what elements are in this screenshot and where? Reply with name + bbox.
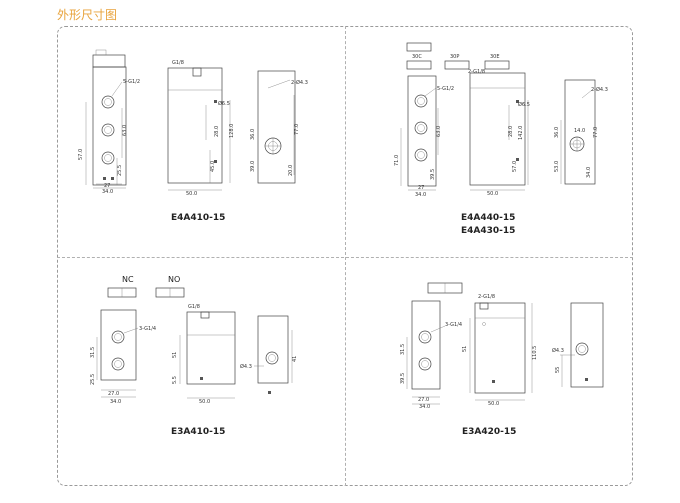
e4a440-symbol-30p: 30P [450, 54, 459, 60]
e4a440-dim-side-pitch: 53.0 [554, 161, 560, 172]
e3a410-body-view [179, 311, 236, 399]
e3a420-body-view [469, 302, 533, 401]
e4a440-port-label: 5-G1/2 [437, 86, 454, 92]
e3a410-mount-holes: Ø4.3 [240, 363, 252, 370]
e4a410-dim-side-depth: 77.0 [294, 124, 300, 135]
e3a410-port-label: 3-G1/4 [139, 326, 156, 332]
panel-divider-horizontal [57, 257, 633, 258]
e4a410-dim-body-width: 50.0 [186, 191, 197, 197]
e4a410-mount-holes: 2-Ø4.3 [291, 79, 308, 86]
e3a410-symbol-nc: NC [122, 275, 134, 284]
e3a420-dim-body-width: 50.0 [488, 401, 499, 407]
e4a440-dim-overall-height: 71.0 [394, 155, 400, 166]
e4a440-dim-side-offset: 34.0 [586, 167, 592, 178]
e4a410-dim-side-pitch: 39.0 [250, 161, 256, 172]
e4a410-dim-width-inner: 27 [104, 183, 110, 189]
e3a420-dim-side-height: 55 [555, 367, 561, 373]
e4a440-dim-side-depth: 77.0 [593, 127, 599, 138]
e3a410-dim-side-depth: 41 [292, 356, 298, 362]
drawing-e4a410: 57.0 63.0 25.5 27 34.0 5-G1/2 G1/8 50.0 … [78, 49, 308, 197]
e4a440-valve-symbols [406, 42, 510, 70]
e4a410-dim-width-outer: 34.0 [102, 189, 113, 195]
caption-e3a410: E3A410-15 [171, 427, 226, 437]
e4a440-symbol-30c: 30C [412, 54, 422, 60]
e3a420-dim-width-inner: 27.0 [418, 397, 429, 403]
e3a410-dim-width-inner: 27.0 [108, 391, 119, 397]
e4a410-front-view [85, 49, 127, 189]
e4a410-dim-pitch-a: 28.0 [214, 126, 220, 137]
e4a410-body-view [167, 67, 231, 191]
e3a420-dim-bottom-offset: 39.5 [400, 373, 406, 384]
e3a420-dim-width-outer: 34.0 [419, 404, 430, 410]
e4a440-pilot-port: 2-G1/8 [468, 69, 485, 75]
panel-divider-vertical [345, 26, 346, 486]
drawing-e3a420: 3-G1/4 31.5 39.5 27.0 34.0 2-G1/8 51 110… [400, 282, 604, 410]
e4a440-dim-body-width: 50.0 [487, 191, 498, 197]
e4a410-dim-side-height: 36.0 [250, 129, 256, 140]
e3a420-dim-body-length: 110.5 [532, 346, 538, 360]
e4a410-side-view [257, 70, 296, 184]
e4a440-body-view [469, 72, 529, 191]
e3a420-port-label: 3-G1/4 [445, 322, 462, 328]
e4a440-dim-side-dia: 14.0 [574, 128, 585, 134]
e3a420-dim-overall-height: 31.5 [400, 344, 406, 355]
e3a410-front-view [96, 309, 139, 398]
e3a410-pilot-port: G1/8 [188, 304, 200, 310]
e3a420-valve-symbol [427, 282, 463, 294]
e3a420-front-view [406, 300, 446, 405]
caption-e4a440: E4A440-15 [461, 213, 516, 223]
e3a410-side-view [254, 315, 293, 394]
e4a440-dim-pitch-a: 28.0 [508, 126, 514, 137]
e4a440-hole-dia: Ø6.5 [518, 101, 530, 108]
e4a410-dim-side-offset: 20.0 [288, 165, 294, 176]
e4a440-mount-holes: 2-Ø4.3 [591, 86, 608, 93]
e4a440-front-view [400, 75, 439, 191]
e4a440-dim-pitch-b: 57.0 [512, 161, 518, 172]
e4a410-pilot-port: G1/8 [172, 60, 184, 66]
page-title: 外形尺寸图 [57, 8, 118, 22]
e3a410-valve-symbols [107, 287, 185, 298]
e4a440-side-view [560, 79, 596, 185]
e3a420-mount-holes: Ø4.3 [552, 347, 564, 354]
e4a440-dim-body-length: 142.0 [518, 126, 524, 140]
e3a420-dim-pitch-b: 51 [462, 346, 468, 352]
e4a440-dim-port-pitch: 63.0 [436, 126, 442, 137]
e3a410-dim-width-outer: 34.0 [110, 399, 121, 405]
e4a410-dim-pitch-b: 45.0 [210, 161, 216, 172]
e4a440-dim-width-outer: 34.0 [415, 192, 426, 198]
e3a410-symbol-no: NO [168, 275, 180, 284]
e4a410-port-label: 5-G1/2 [123, 79, 140, 85]
e4a440-dim-side-height: 36.0 [554, 127, 560, 138]
caption-e4a410: E4A410-15 [171, 213, 226, 223]
e3a410-dim-body-width: 50.0 [199, 399, 210, 405]
e3a410-dim-body-length: 51 [172, 352, 178, 358]
e3a410-dim-bottom-offset: 25.5 [90, 374, 96, 385]
drawing-e3a410: NC NO 3-G1/4 31.5 25.5 27.0 34.0 [90, 275, 298, 405]
e4a410-dim-bottom-offset: 25.5 [117, 165, 123, 176]
e4a440-dim-bottom-offset: 39.5 [430, 169, 436, 180]
e3a410-dim-overall-height: 31.5 [90, 347, 96, 358]
drawing-e4a440: 30C 30P 30E 71.0 63.0 39.5 27 34.0 5-G1/… [394, 42, 608, 198]
e3a420-pilot-port: 2-G1/8 [478, 294, 495, 300]
e4a410-hole-dia: Ø6.5 [218, 100, 230, 107]
caption-e3a420: E3A420-15 [462, 427, 517, 437]
e4a410-dim-overall-height: 57.0 [78, 149, 84, 160]
e4a410-dim-body-length: 128.0 [229, 124, 235, 138]
e4a440-dim-width-inner: 27 [418, 185, 424, 191]
e3a410-dim-pitch-b: 5.5 [172, 376, 178, 384]
e3a420-side-view [560, 302, 604, 388]
e4a440-symbol-30e: 30E [490, 54, 500, 60]
caption-e4a430: E4A430-15 [461, 226, 516, 236]
e4a410-dim-port-pitch: 63.0 [122, 125, 128, 136]
